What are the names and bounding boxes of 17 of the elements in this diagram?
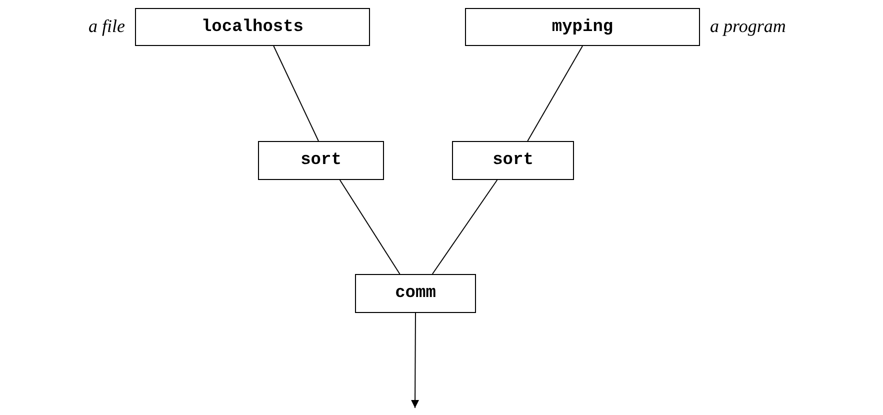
command-name: myping bbox=[552, 18, 614, 36]
process-box bbox=[452, 141, 574, 180]
process-box bbox=[355, 274, 476, 313]
node-caption: a file bbox=[88, 16, 125, 37]
connector-line bbox=[273, 46, 319, 142]
command-name: localhosts bbox=[201, 18, 304, 36]
arrow bbox=[411, 312, 420, 408]
node-caption: a program bbox=[710, 16, 786, 37]
process-box bbox=[465, 8, 700, 46]
command-name: sort bbox=[492, 151, 534, 170]
connector-line bbox=[527, 46, 583, 142]
connector-line bbox=[432, 180, 498, 274]
process-box bbox=[258, 141, 384, 180]
command-name: comm bbox=[395, 284, 436, 303]
process-box bbox=[135, 8, 370, 46]
connector-line bbox=[339, 180, 400, 274]
command-name: sort bbox=[300, 151, 342, 170]
